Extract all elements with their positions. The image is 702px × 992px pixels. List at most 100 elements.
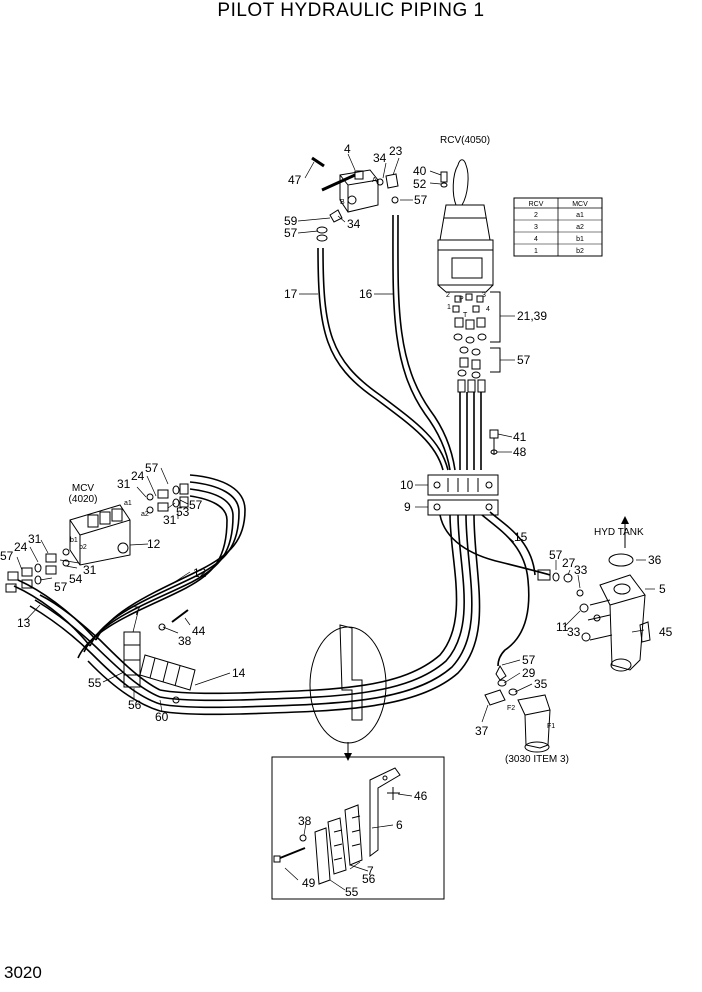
callout-14: 14 [232,666,246,680]
mcv-left-fittings [5,548,70,593]
table-cell: 4 [534,236,538,243]
port-mark: F2 [507,705,515,712]
caption-mcv-ref: (4020) [69,494,98,505]
table-cell: 1 [534,248,538,255]
callout-5: 5 [659,582,666,596]
callout-56: 56 [362,872,376,886]
port-mark: a1 [124,500,132,507]
callout-57: 57 [549,548,563,562]
callout-24: 24 [131,469,145,483]
callout-12: 12 [147,537,161,551]
callout-27: 27 [562,556,576,570]
callout-60: 60 [155,710,169,724]
callout-49: 49 [302,876,316,890]
callout-7: 7 [367,864,374,878]
bundle-bracket [309,624,387,761]
callout-23: 23 [389,144,403,158]
hose-clamp-10 [427,474,499,496]
callout-29: 29 [522,666,536,680]
mcv-valve [69,504,131,566]
callout-48: 48 [513,445,527,459]
caption-hyd-tank: HYD TANK [594,527,644,538]
hose-clamp-9 [427,499,499,516]
callout-33: 33 [574,563,588,577]
table-cell: 3 [534,224,538,231]
callout-52: 52 [413,177,427,191]
table-cell: a1 [576,212,584,219]
callout-34: 34 [373,151,387,165]
callout-54: 54 [69,572,83,586]
callout-44: 44 [192,624,206,638]
callout-37: 37 [475,724,489,738]
callout-53: 53 [176,505,190,519]
callout-55: 55 [88,676,102,690]
callout-24: 24 [14,540,28,554]
callout-57: 57 [189,498,203,512]
callout-57: 57 [284,226,298,240]
mcv-right-fittings [146,483,189,514]
table-cell: a2 [576,224,584,231]
callout-21-39: 21,39 [517,309,547,323]
table-cell: 2 [534,212,538,219]
port-mark: F1 [547,723,555,730]
detail-parts [273,767,401,885]
table-header-rcv: RCV [529,201,544,208]
callout-56: 56 [128,698,142,712]
caption-filter-ref: (3030 ITEM 3) [505,754,569,765]
callout-38: 38 [178,634,192,648]
caption-mcv: MCV [72,483,95,494]
callout-57: 57 [517,353,531,367]
callout-57: 57 [54,580,68,594]
top-valve [311,156,448,242]
callout-59: 59 [284,214,298,228]
callout-17: 17 [284,287,298,301]
callout-13: 13 [17,616,31,630]
table-cell: b1 [576,236,584,243]
callout-labels: 4 47 34 23 57 59 57 34 40 52 17 16 21,39… [0,142,673,899]
callout-57: 57 [522,653,536,667]
hose-clamp-7 [123,631,196,704]
port-table: RCV MCV 2 a1 3 a2 4 b1 1 b2 [513,197,603,257]
callout-45: 45 [659,625,673,639]
callout-33: 33 [567,625,581,639]
callout-47: 47 [288,173,302,187]
callout-31: 31 [83,563,97,577]
hyd-tank-pipe [537,516,651,672]
port-mark: A [372,177,377,184]
callout-11: 11 [556,620,569,634]
callout-34: 34 [347,217,361,231]
table-cell: b2 [576,248,584,255]
callout-31: 31 [117,477,131,491]
callout-57: 57 [414,193,428,207]
port-mark: 3 [482,292,486,299]
callout-38: 38 [298,814,312,828]
port-mark: a2 [141,511,149,518]
callout-7: 7 [134,604,141,618]
callout-35: 35 [534,677,548,691]
callout-57: 57 [0,549,14,563]
port-mark: 4 [486,306,490,313]
port-mark: b2 [79,544,87,551]
detail-box [271,756,445,900]
page-number: 3020 [4,963,42,982]
port-mark: B [340,199,345,206]
page-title: PILOT HYDRAULIC PIPING 1 [217,0,485,21]
callout-31: 31 [163,513,177,527]
callout-41: 41 [513,430,527,444]
caption-rcv: RCV(4050) [440,135,490,146]
callout-4: 4 [344,142,351,156]
line-filter [484,664,551,753]
callout-57: 57 [145,461,159,475]
table-header-mcv: MCV [572,201,588,208]
callout-10: 10 [400,478,414,492]
callout-40: 40 [413,164,427,178]
port-mark: T [463,312,468,319]
callout-9: 9 [404,500,411,514]
port-mark: 1 [447,304,451,311]
callout-31: 31 [28,532,42,546]
callout-12: 12 [193,566,207,580]
callout-46: 46 [414,789,428,803]
callout-36: 36 [648,553,662,567]
callout-6: 6 [396,818,403,832]
